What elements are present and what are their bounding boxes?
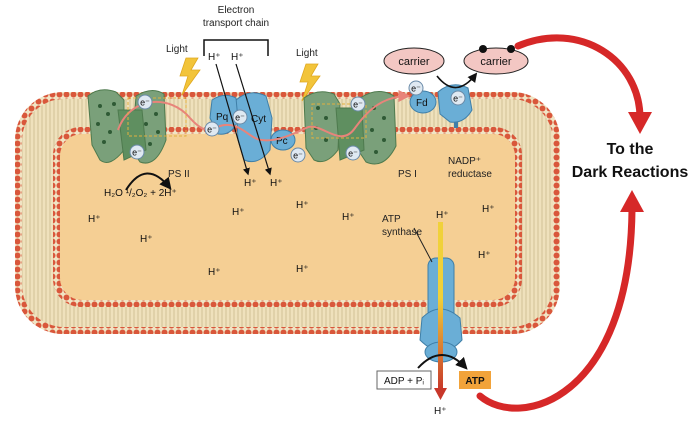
svg-text:e⁻: e⁻	[453, 94, 463, 104]
electron-icon: e⁻	[450, 90, 466, 106]
electron-icon: e⁻	[129, 144, 145, 160]
adp-atp-arrow-icon	[417, 354, 468, 370]
nadp-label-line1: NADP⁺	[448, 156, 481, 167]
atp-label: ATP	[465, 376, 485, 387]
pq-proton-line	[215, 63, 250, 176]
h-plus-label: H⁺	[208, 52, 221, 63]
svg-text:e⁻: e⁻	[353, 100, 363, 110]
svg-text:e⁻: e⁻	[207, 125, 217, 135]
etc-label-line1: Electron	[218, 5, 255, 16]
adp-label: ADP + Pᵢ	[384, 376, 424, 387]
light-label-left: Light	[166, 44, 188, 55]
svg-text:e⁻: e⁻	[293, 151, 303, 161]
h-plus-label: H⁺	[296, 200, 309, 211]
electron-icon: e⁻	[408, 80, 424, 96]
psi-dashed-box	[311, 103, 367, 139]
carrier-right	[463, 47, 529, 75]
svg-text:e⁻: e⁻	[348, 149, 358, 159]
pc-label: Pc	[276, 136, 288, 147]
water-reaction-label: H₂O ¹/₂O₂ + 2H⁺	[104, 188, 177, 199]
svg-text:e⁻: e⁻	[411, 84, 421, 94]
cyt-label: Cyt	[251, 114, 266, 125]
h-plus-label: H⁺	[231, 52, 244, 63]
atp-synthase-label-line1: ATP	[382, 214, 401, 225]
dark-reactions-line2: Dark Reactions	[572, 164, 689, 181]
nadp-label-line2: reductase	[448, 169, 492, 180]
h-plus-label: H⁺	[140, 234, 153, 245]
psii-dashed-box	[127, 97, 187, 137]
light-bolt-icon	[299, 63, 321, 102]
atp-synthase-label-line2: synthase	[382, 227, 422, 238]
h-plus-label: H⁺	[232, 207, 245, 218]
cyt-proton-line	[235, 63, 272, 176]
carrier-to-dark-arrow	[514, 34, 644, 122]
curved-arrow-icon	[436, 72, 478, 89]
h-plus-label: H⁺	[342, 212, 355, 223]
svg-text:e⁻: e⁻	[235, 113, 245, 123]
cytochrome-complex	[235, 92, 273, 163]
water-split-arrow-icon	[125, 172, 172, 191]
light-bolt-icon	[179, 57, 201, 96]
psii-label: PS II	[168, 169, 190, 180]
electron-icon: e⁻	[137, 94, 153, 110]
dark-reactions-line1: To the	[607, 141, 654, 158]
electron-icon: e⁻	[204, 121, 220, 137]
atp-to-dark-arrowhead	[620, 190, 644, 212]
electron-icon: e⁻	[290, 147, 306, 163]
svg-text:e⁻: e⁻	[132, 148, 142, 158]
electron-icon: e⁻	[350, 96, 366, 112]
h-plus-label: H⁺	[270, 178, 283, 189]
atp-box	[459, 371, 491, 389]
h-plus-label: H⁺	[482, 204, 495, 215]
h-plus-label: H⁺	[244, 178, 257, 189]
carrier-left-label: carrier	[398, 56, 430, 68]
carrier-left	[383, 47, 445, 75]
electron-icon: e⁻	[232, 109, 248, 125]
thylakoid-lumen	[60, 134, 515, 300]
etc-bracket	[203, 39, 269, 56]
h-plus-label: H⁺	[296, 264, 309, 275]
carrier-to-dark-arrowhead	[628, 112, 652, 134]
fd-label: Fd	[416, 98, 428, 109]
h-plus-label: H⁺	[88, 214, 101, 225]
proton-channel-icon	[438, 222, 443, 390]
h-plus-label: H⁺	[208, 267, 221, 278]
etc-label-line2: transport chain	[203, 18, 269, 29]
h-plus-label: H⁺	[478, 250, 491, 261]
carrier-dot	[507, 45, 515, 53]
pq-label: Pq	[216, 112, 228, 123]
carrier-dot	[479, 45, 487, 53]
h-plus-label: H⁺	[434, 406, 447, 417]
svg-text:e⁻: e⁻	[140, 98, 150, 108]
carrier-right-label: carrier	[480, 56, 512, 68]
electron-icon: e⁻	[345, 145, 361, 161]
proton-channel-arrowhead	[434, 388, 447, 400]
electron-path	[117, 90, 411, 142]
light-label-right: Light	[296, 48, 318, 59]
atp-synthase-pointer	[413, 227, 433, 263]
h-plus-label: H⁺	[436, 210, 449, 221]
adp-box	[376, 370, 432, 390]
psi-label: PS I	[398, 169, 417, 180]
atp-to-dark-arrow	[476, 206, 636, 412]
